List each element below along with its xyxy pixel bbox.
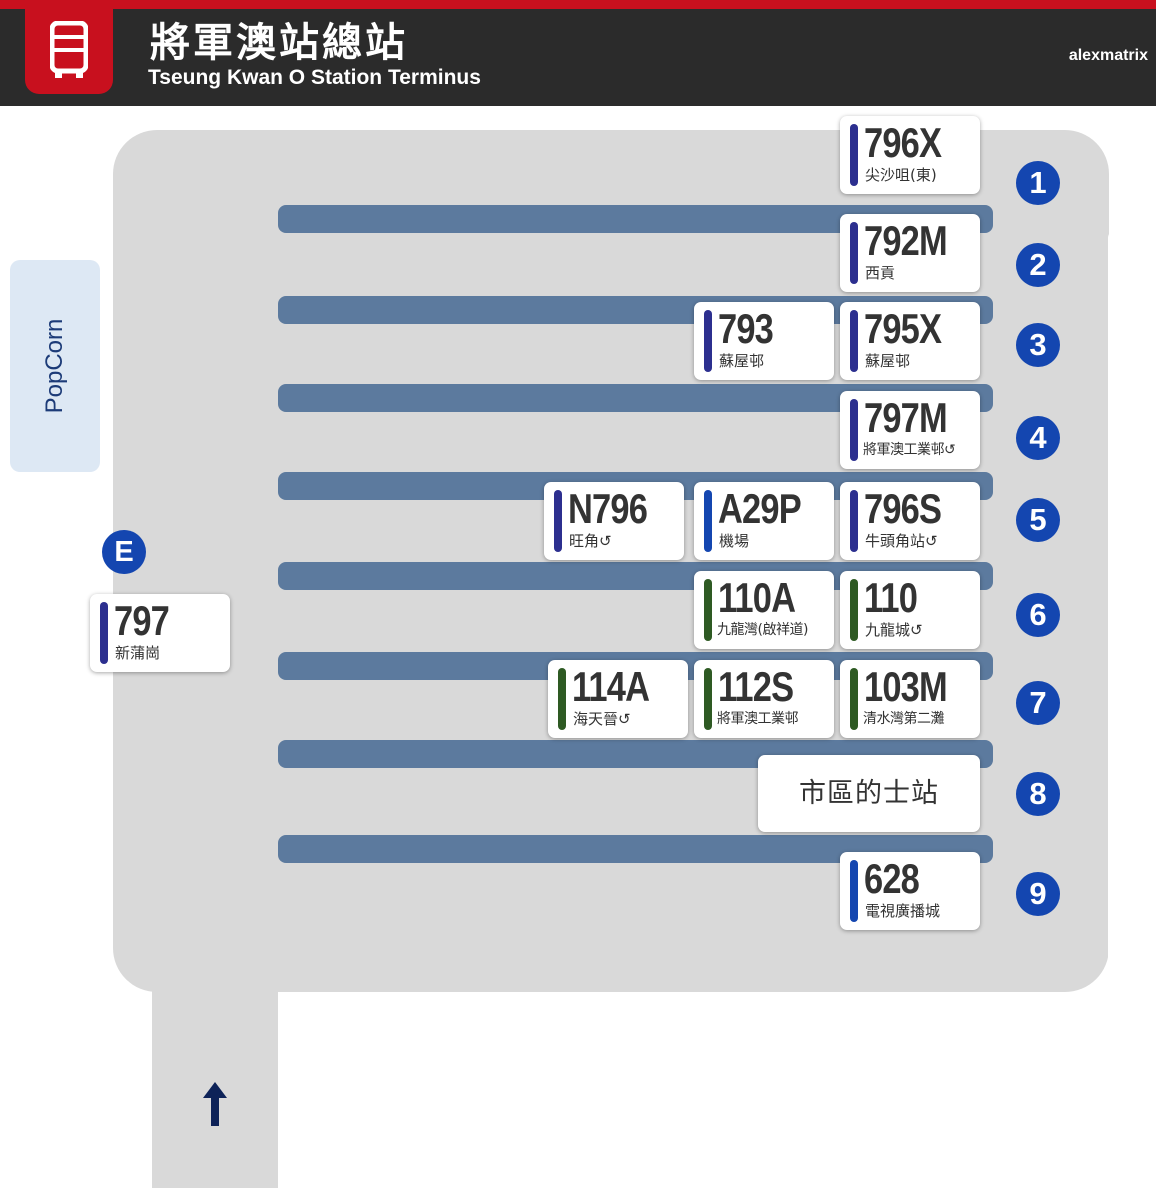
route-card-a29p[interactable]: A29P 機場 xyxy=(694,482,834,560)
route-destination: 將軍澳工業邨 xyxy=(717,711,799,727)
route-card-797m[interactable]: 797M 將軍澳工業邨↺ xyxy=(840,391,980,469)
route-card-114a[interactable]: 114A 海天晉↺ xyxy=(548,660,688,738)
route-card-112s[interactable]: 112S 將軍澳工業邨 xyxy=(694,660,834,738)
route-color-bar xyxy=(704,668,712,730)
route-color-bar xyxy=(850,668,858,730)
bus-icon xyxy=(50,21,88,78)
route-number: A29P xyxy=(718,485,802,532)
route-destination: 海天晉↺ xyxy=(573,710,631,728)
route-number: 103M xyxy=(864,663,948,710)
popcorn-mall: PopCorn xyxy=(10,260,100,472)
route-destination: 電視廣播城 xyxy=(865,902,941,920)
route-number: N796 xyxy=(568,485,648,532)
route-card-628[interactable]: 628 電視廣播城 xyxy=(840,852,980,930)
route-color-bar xyxy=(554,490,562,552)
route-number: 796X xyxy=(864,119,942,166)
route-number: 112S xyxy=(718,663,794,710)
route-destination: 尖沙咀(東) xyxy=(865,166,937,184)
route-number: 114A xyxy=(572,663,650,710)
route-color-bar xyxy=(850,579,858,641)
route-destination: 九龍城↺ xyxy=(865,621,923,639)
route-card-110[interactable]: 110 九龍城↺ xyxy=(840,571,980,649)
route-destination: 蘇屋邨 xyxy=(865,352,911,370)
route-number: 797M xyxy=(864,394,948,441)
route-color-bar xyxy=(558,668,566,730)
route-destination: 清水灣第二灘 xyxy=(863,711,945,727)
route-card-797[interactable]: 797 新蒲崗 xyxy=(90,594,230,672)
up-arrow-icon xyxy=(203,1082,227,1126)
bay-number-8: 8 xyxy=(1016,772,1060,816)
route-destination: 機場 xyxy=(719,532,750,550)
route-card-792m[interactable]: 792M 西貢 xyxy=(840,214,980,292)
header-accent-line xyxy=(0,0,1156,9)
route-number: 793 xyxy=(718,305,774,352)
route-number: 110A xyxy=(718,574,796,621)
route-card-796s[interactable]: 796S 牛頭角站↺ xyxy=(840,482,980,560)
route-color-bar xyxy=(850,490,858,552)
route-card-110a[interactable]: 110A 九龍灣(啟祥道) xyxy=(694,571,834,649)
route-destination: 牛頭角站↺ xyxy=(865,532,938,550)
route-card-795x[interactable]: 795X 蘇屋邨 xyxy=(840,302,980,380)
route-color-bar xyxy=(850,222,858,284)
route-destination: 蘇屋邨 xyxy=(719,352,765,370)
bay-number-6: 6 xyxy=(1016,593,1060,637)
road-island xyxy=(278,992,1156,1188)
bay-number-9: 9 xyxy=(1016,872,1060,916)
route-number: 797 xyxy=(114,597,170,644)
route-color-bar xyxy=(704,579,712,641)
route-card-796x[interactable]: 796X 尖沙咀(東) xyxy=(840,116,980,194)
bay-number-7: 7 xyxy=(1016,681,1060,725)
route-color-bar xyxy=(850,310,858,372)
bay-number-5: 5 xyxy=(1016,498,1060,542)
route-card-103m[interactable]: 103M 清水灣第二灘 xyxy=(840,660,980,738)
route-color-bar xyxy=(850,124,858,186)
route-destination: 旺角↺ xyxy=(569,532,612,550)
bay-number-1: 1 xyxy=(1016,161,1060,205)
bay-number-4: 4 xyxy=(1016,416,1060,460)
popcorn-label: PopCorn xyxy=(41,318,68,414)
station-title-chinese: 將軍澳站總站 xyxy=(150,20,408,66)
exit-road xyxy=(152,950,278,1188)
route-color-bar xyxy=(100,602,108,664)
route-color-bar xyxy=(704,490,712,552)
route-card-793[interactable]: 793 蘇屋邨 xyxy=(694,302,834,380)
brand-logo: alexmatrix xyxy=(1068,47,1148,64)
bay-number-2: 2 xyxy=(1016,243,1060,287)
route-number: 792M xyxy=(864,217,948,264)
route-color-bar xyxy=(850,399,858,461)
route-number: 796S xyxy=(864,485,942,532)
bus-logo xyxy=(25,9,113,94)
route-color-bar xyxy=(850,860,858,922)
route-number: 628 xyxy=(864,855,920,902)
station-title-english: Tseung Kwan O Station Terminus xyxy=(148,66,481,89)
route-destination: 將軍澳工業邨↺ xyxy=(863,442,956,458)
route-number: 110 xyxy=(864,574,918,621)
right-building-block xyxy=(1108,230,1156,1130)
header-bar: 將軍澳站總站 Tseung Kwan O Station Terminus al… xyxy=(0,9,1156,106)
route-destination: 新蒲崗 xyxy=(115,644,161,662)
bay-number-3: 3 xyxy=(1016,323,1060,367)
route-destination: 西貢 xyxy=(865,264,896,282)
bay-number-e: E xyxy=(102,530,146,574)
route-destination: 九龍灣(啟祥道) xyxy=(717,622,808,638)
taxi-stand[interactable]: 市區的士站 xyxy=(758,755,980,832)
route-number: 795X xyxy=(864,305,942,352)
route-color-bar xyxy=(704,310,712,372)
route-card-n796[interactable]: N796 旺角↺ xyxy=(544,482,684,560)
